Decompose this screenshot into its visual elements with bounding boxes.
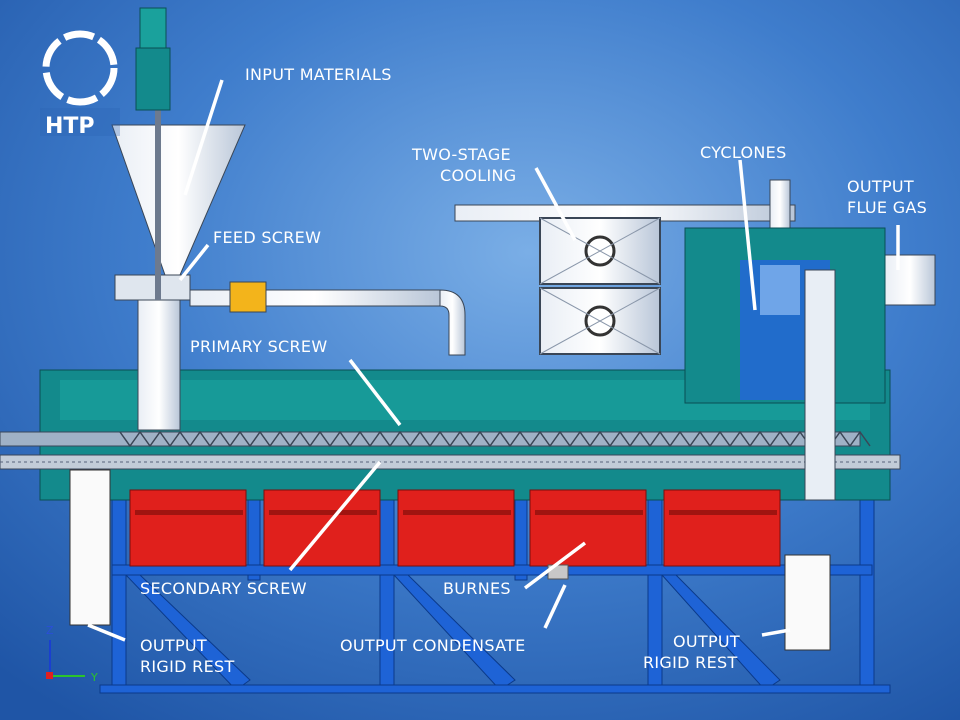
label-feed-screw: FEED SCREW xyxy=(213,228,321,247)
feed-hopper xyxy=(111,110,246,431)
label-output-condensate: OUTPUT CONDENSATE xyxy=(340,636,526,655)
burner xyxy=(263,489,381,567)
label-output-rigid-rest-left: OUTPUT xyxy=(140,636,207,655)
burner xyxy=(663,489,781,567)
burner xyxy=(397,489,515,567)
cyclone-housing xyxy=(684,227,886,501)
label-secondary-screw: SECONDARY SCREW xyxy=(140,579,307,598)
label-two-stage-cooling-2: COOLING xyxy=(440,166,516,185)
label-output-rigid-rest-right: OUTPUT xyxy=(673,632,740,651)
axis-triad: Z Y xyxy=(46,624,98,684)
label-primary-screw: PRIMARY SCREW xyxy=(190,337,327,356)
motor xyxy=(135,7,171,111)
burner xyxy=(129,489,247,567)
support-frame xyxy=(99,479,891,694)
output-chute-right xyxy=(784,554,831,651)
label-output-flue-gas: OUTPUT xyxy=(847,177,914,196)
label-two-stage-cooling: TWO-STAGE xyxy=(411,145,511,164)
output-chute-left xyxy=(69,469,111,626)
cooling-units xyxy=(539,217,661,355)
burners xyxy=(129,489,781,567)
label-cyclones: CYCLONES xyxy=(700,143,787,162)
label-input-materials: INPUT MATERIALS xyxy=(245,65,392,84)
axis-z-label: Z xyxy=(46,624,54,637)
label-output-rigid-rest-left-2: RIGID REST xyxy=(140,657,235,676)
burner xyxy=(529,489,647,567)
label-output-rigid-rest-right-2: RIGID REST xyxy=(643,653,738,672)
axis-y-label: Y xyxy=(90,671,98,684)
svg-text:HTP: HTP xyxy=(45,114,95,139)
label-output-flue-gas-2: FLUE GAS xyxy=(847,198,927,217)
label-burnes: BURNES xyxy=(443,579,511,598)
secondary-screw-assembly xyxy=(0,454,901,470)
htp-logo: HTP xyxy=(40,30,120,139)
leader-lines xyxy=(87,79,900,642)
primary-screw-assembly xyxy=(0,430,871,448)
